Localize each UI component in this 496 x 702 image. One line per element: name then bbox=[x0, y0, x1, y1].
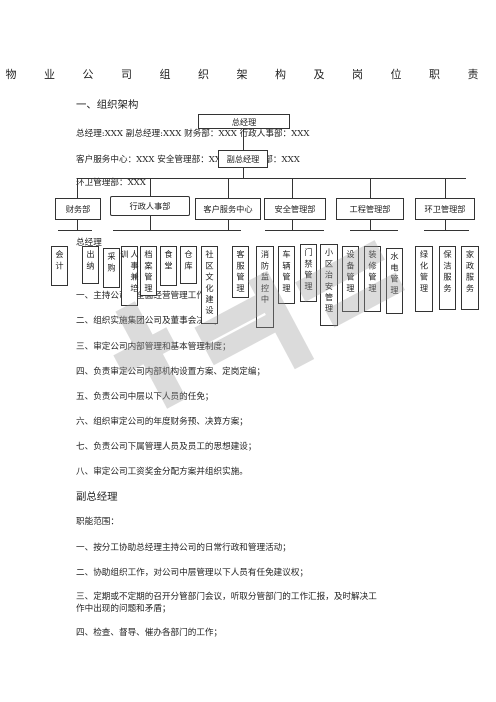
post-cashier: 出纳 bbox=[82, 246, 99, 284]
staff-line-1: 总经理:XXX 副总经理:XXX 财务部：XXX 行政人事部：XXX bbox=[76, 129, 310, 139]
gm-duty-6: 六、组织审定公司的年度财务预、决算方案； bbox=[76, 417, 248, 427]
post-water-electric-mgmt: 水电管理 bbox=[386, 248, 403, 314]
dgm-duty-3-cont: 作中出现的问题和矛盾； bbox=[76, 604, 171, 614]
section-heading-structure: 一、组织架构 bbox=[76, 99, 139, 111]
post-community-culture: 社区文化建设 bbox=[201, 246, 218, 324]
gm-duty-1: 一、主持公司的全面经营管理工作 bbox=[76, 291, 205, 301]
dgm-duty-3: 三、定期或不定期的召开分管部门会议，听取分管部门的工作汇报，及时解决工 bbox=[76, 592, 377, 602]
dgm-scope-label: 职能范围： bbox=[76, 517, 119, 527]
org-box-gm: 总经理 bbox=[198, 114, 290, 129]
gm-duty-5: 五、负责公司中层以下人员的任免； bbox=[76, 392, 214, 402]
dgm-duty-4: 四、检查、督导、催办各部门的工作； bbox=[76, 628, 223, 638]
connector-dgm-bus bbox=[243, 168, 244, 178]
org-box-dgm: 副总经理 bbox=[218, 150, 268, 168]
post-cleaning-service: 保洁服务 bbox=[439, 246, 456, 310]
post-fire-monitoring: 消防监控中 bbox=[256, 246, 274, 328]
post-customer-service-mgmt: 客服管理 bbox=[232, 246, 249, 298]
document-title: 物 业 公 司 组 织 架 构 及 岗 位 职 责 bbox=[5, 68, 491, 81]
post-accounting: 会计 bbox=[51, 246, 68, 286]
post-vehicle-mgmt: 车辆管理 bbox=[278, 246, 295, 304]
post-archives: 档案管理 bbox=[140, 246, 157, 296]
dgm-duty-1: 一、按分工协助总经理主持公司的日常行政和管理活动； bbox=[76, 543, 291, 553]
dept-security: 安全管理部 bbox=[264, 198, 326, 220]
post-renovation-mgmt: 装修管理 bbox=[364, 246, 381, 312]
gm-duty-8: 八、审定公司工资奖金分配方案并组织实施。 bbox=[76, 467, 248, 477]
dept-sanitation: 环卫管理部 bbox=[415, 198, 475, 220]
post-canteen: 食堂 bbox=[160, 246, 177, 286]
gm-duty-4: 四、负责审定公司内部机构设置方案、定岗定编； bbox=[76, 367, 266, 377]
dept-finance: 财务部 bbox=[55, 198, 101, 220]
gm-duty-7: 七、负责公司下属管理人员及员工的思想建设； bbox=[76, 442, 257, 452]
connector-gm-dgm bbox=[243, 128, 244, 150]
dgm-heading: 副总经理 bbox=[76, 491, 118, 503]
staff-line-3: 环卫管理部：XXX bbox=[76, 178, 146, 188]
post-equipment-mgmt: 设备管理 bbox=[342, 246, 359, 312]
dgm-duty-2: 二、协助组织工作，对公司中层管理以下人员有任免建议权； bbox=[76, 568, 309, 578]
dept-admin-hr: 行政人事部 bbox=[110, 196, 190, 216]
post-housekeeping-service: 家政服务 bbox=[461, 246, 479, 310]
post-warehouse: 仓库 bbox=[180, 246, 197, 284]
post-greening-mgmt: 绿化管理 bbox=[415, 246, 433, 312]
staff-line-2: 客户服务中心：XXX 安全管理部：XXX 工程管理部：XXX bbox=[76, 155, 300, 165]
gm-duty-2: 二、组织实施集团公司及董事会决议； bbox=[76, 316, 223, 326]
gm-duty-3: 三、审定公司内部管理和基本管理制度； bbox=[76, 342, 231, 352]
post-community-security: 小区治安管理 bbox=[320, 244, 338, 326]
post-hr-training: 人事兼培训 bbox=[120, 246, 140, 306]
dept-customer-service: 客户服务中心 bbox=[195, 198, 261, 220]
post-purchasing: 采购 bbox=[103, 248, 120, 288]
gm-heading-behind: 总经理 bbox=[76, 238, 102, 248]
post-access-control: 门禁管理 bbox=[300, 244, 317, 302]
dept-engineering: 工程管理部 bbox=[336, 198, 404, 220]
connector-dept-bus bbox=[77, 178, 466, 179]
